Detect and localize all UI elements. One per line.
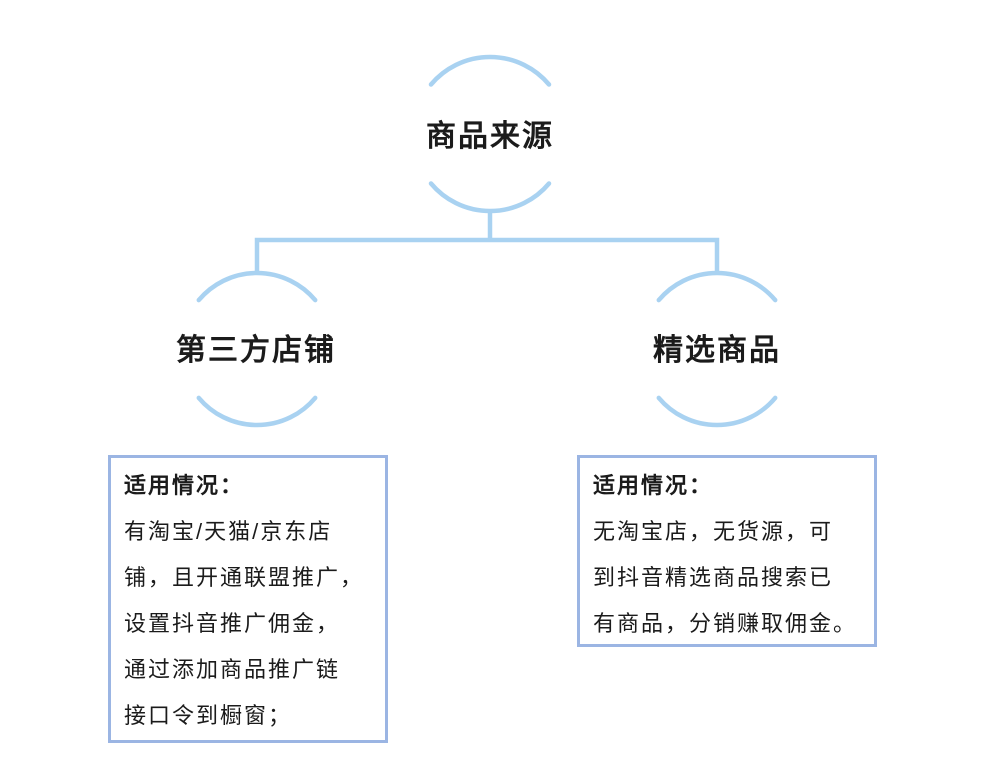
info-box-text-line: 无淘宝店，无货源，可 — [593, 519, 834, 544]
branch-connector-line — [254, 237, 720, 275]
info-box-title: 适用情况： — [124, 473, 245, 498]
root-node-label: 商品来源 — [426, 120, 554, 153]
info-box-text-line: 接口令到橱窗； — [124, 703, 293, 728]
branch-third-party-store-label: 第三方店铺 — [176, 334, 336, 367]
branch2-node-top-arc — [656, 270, 778, 303]
third-party-store-info-box: 适用情况： 有淘宝/天猫/京东店 铺，且开通联盟推广， 设置抖音推广佣金， 通过… — [108, 455, 388, 743]
root-node-top-arc — [428, 54, 552, 87]
info-box-text-line: 到抖音精选商品搜索已 — [593, 565, 834, 590]
selected-goods-info-box: 适用情况： 无淘宝店，无货源，可 到抖音精选商品搜索已 有商品，分销赚取佣金。 — [577, 455, 877, 647]
info-box-title: 适用情况： — [593, 473, 714, 498]
branch1-node-top-arc — [196, 270, 318, 303]
info-box-text-line: 设置抖音推广佣金， — [124, 611, 341, 636]
root-node-bottom-arc — [428, 181, 552, 214]
branch-selected-goods-label: 精选商品 — [653, 334, 781, 367]
info-box-text-line: 铺，且开通联盟推广， — [124, 565, 365, 590]
info-box-text-line: 通过添加商品推广链 — [124, 657, 341, 682]
branch2-node-bottom-arc — [656, 395, 778, 428]
branch1-node-bottom-arc — [196, 395, 318, 428]
info-box-text-line: 有商品，分销赚取佣金。 — [593, 611, 858, 636]
info-box-text-line: 有淘宝/天猫/京东店 — [124, 519, 333, 544]
